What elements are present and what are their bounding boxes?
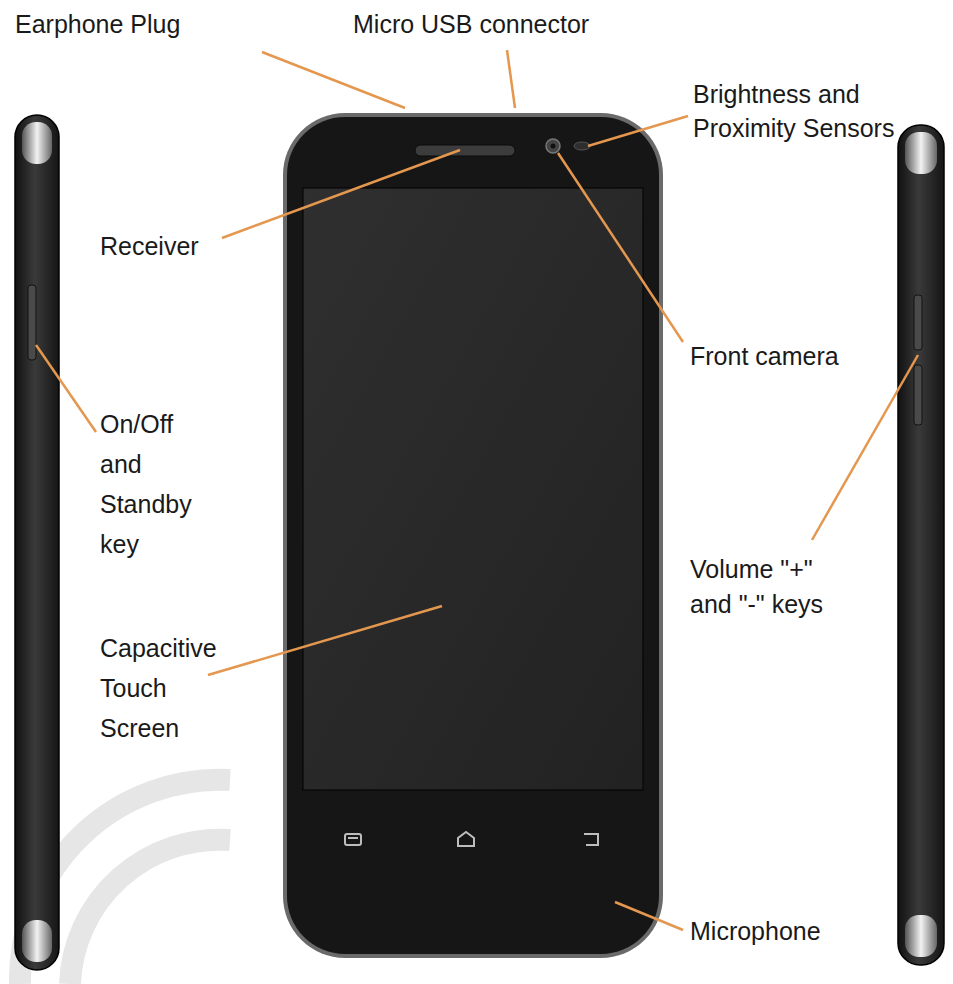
- part-label: Earphone Plug: [15, 8, 245, 41]
- part-label: Micro USB connector: [353, 8, 673, 41]
- right-side-view: [898, 125, 944, 965]
- part-label: Volume "+" and "-" keys: [690, 552, 840, 622]
- part-label: Capacitive Touch Screen: [100, 628, 225, 748]
- volume-up-key: [914, 295, 922, 350]
- nav-keys: [345, 832, 598, 846]
- part-label: Front camera: [690, 340, 890, 373]
- leader-lines: [36, 50, 918, 930]
- part-label: Brightness and Proximity Sensors: [693, 78, 948, 146]
- part-label: Microphone: [690, 915, 890, 948]
- front-view: [283, 113, 663, 958]
- touch-screen: [303, 188, 643, 790]
- volume-down-key: [914, 365, 922, 425]
- receiver-slot: [415, 145, 515, 156]
- left-side-view: [15, 115, 59, 970]
- front-camera: [546, 139, 560, 153]
- part-label: Receiver: [100, 230, 240, 263]
- sensor-window: [574, 142, 590, 150]
- power-key: [28, 285, 36, 360]
- part-label: On/Off and Standby key: [100, 404, 210, 564]
